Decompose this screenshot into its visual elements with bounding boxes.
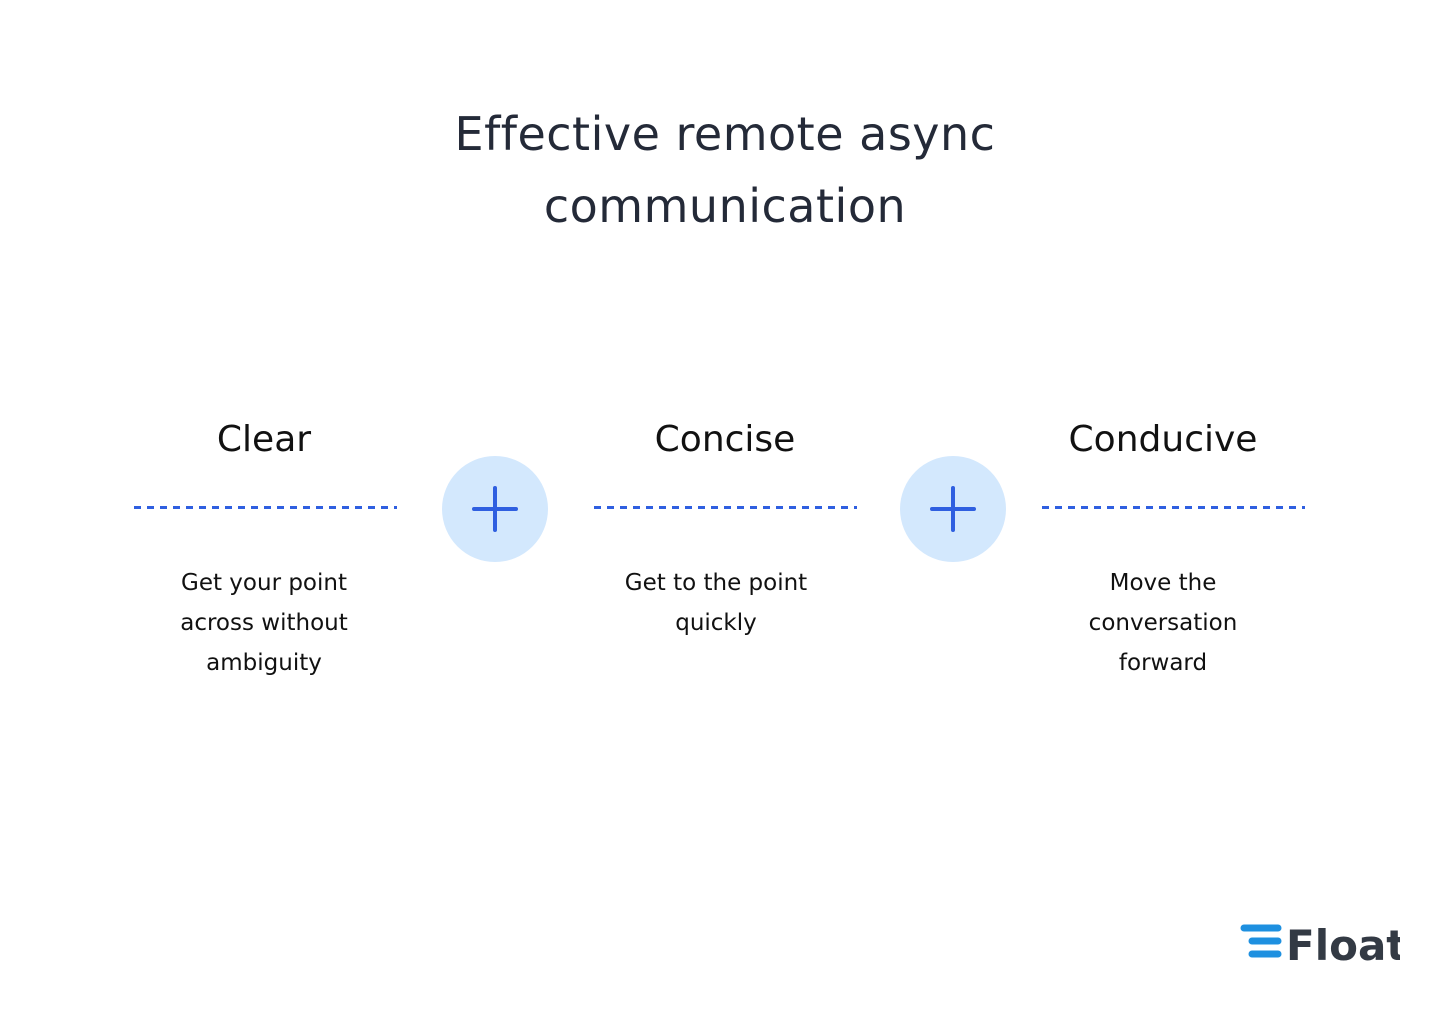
heading-clear: Clear: [216, 419, 312, 460]
description-line: quickly: [675, 610, 757, 636]
description-line: conversation: [1088, 610, 1238, 636]
logo-text: Float: [1286, 921, 1400, 968]
dashed-divider: [594, 506, 857, 509]
dashed-divider: [134, 506, 397, 509]
description-line: across without: [180, 610, 348, 636]
plus-connector: [442, 456, 548, 562]
heading-concise: Concise: [654, 419, 796, 460]
description-line: Get to the point: [624, 570, 808, 596]
heading-conducive: Conducive: [1068, 419, 1258, 460]
description-line: ambiguity: [206, 650, 322, 676]
description-line: Get your point: [181, 570, 347, 596]
dashed-divider: [1042, 506, 1305, 509]
description-line: forward: [1118, 650, 1208, 676]
float-logo: Float: [1240, 920, 1406, 972]
float-logo-mark-icon: Float: [1240, 921, 1406, 970]
title-line-2: communication: [543, 179, 907, 233]
description-conducive: Move the conversation forward: [1013, 563, 1313, 683]
plus-connector: [900, 456, 1006, 562]
description-clear: Get your point across without ambiguity: [114, 563, 414, 683]
description-concise: Get to the point quickly: [566, 563, 866, 643]
description-line: Move the: [1109, 570, 1217, 596]
title-line-1: Effective remote async: [454, 107, 996, 161]
plus-icon: [472, 486, 518, 532]
page-title: Effective remote async communication: [0, 98, 1450, 242]
plus-icon: [930, 486, 976, 532]
